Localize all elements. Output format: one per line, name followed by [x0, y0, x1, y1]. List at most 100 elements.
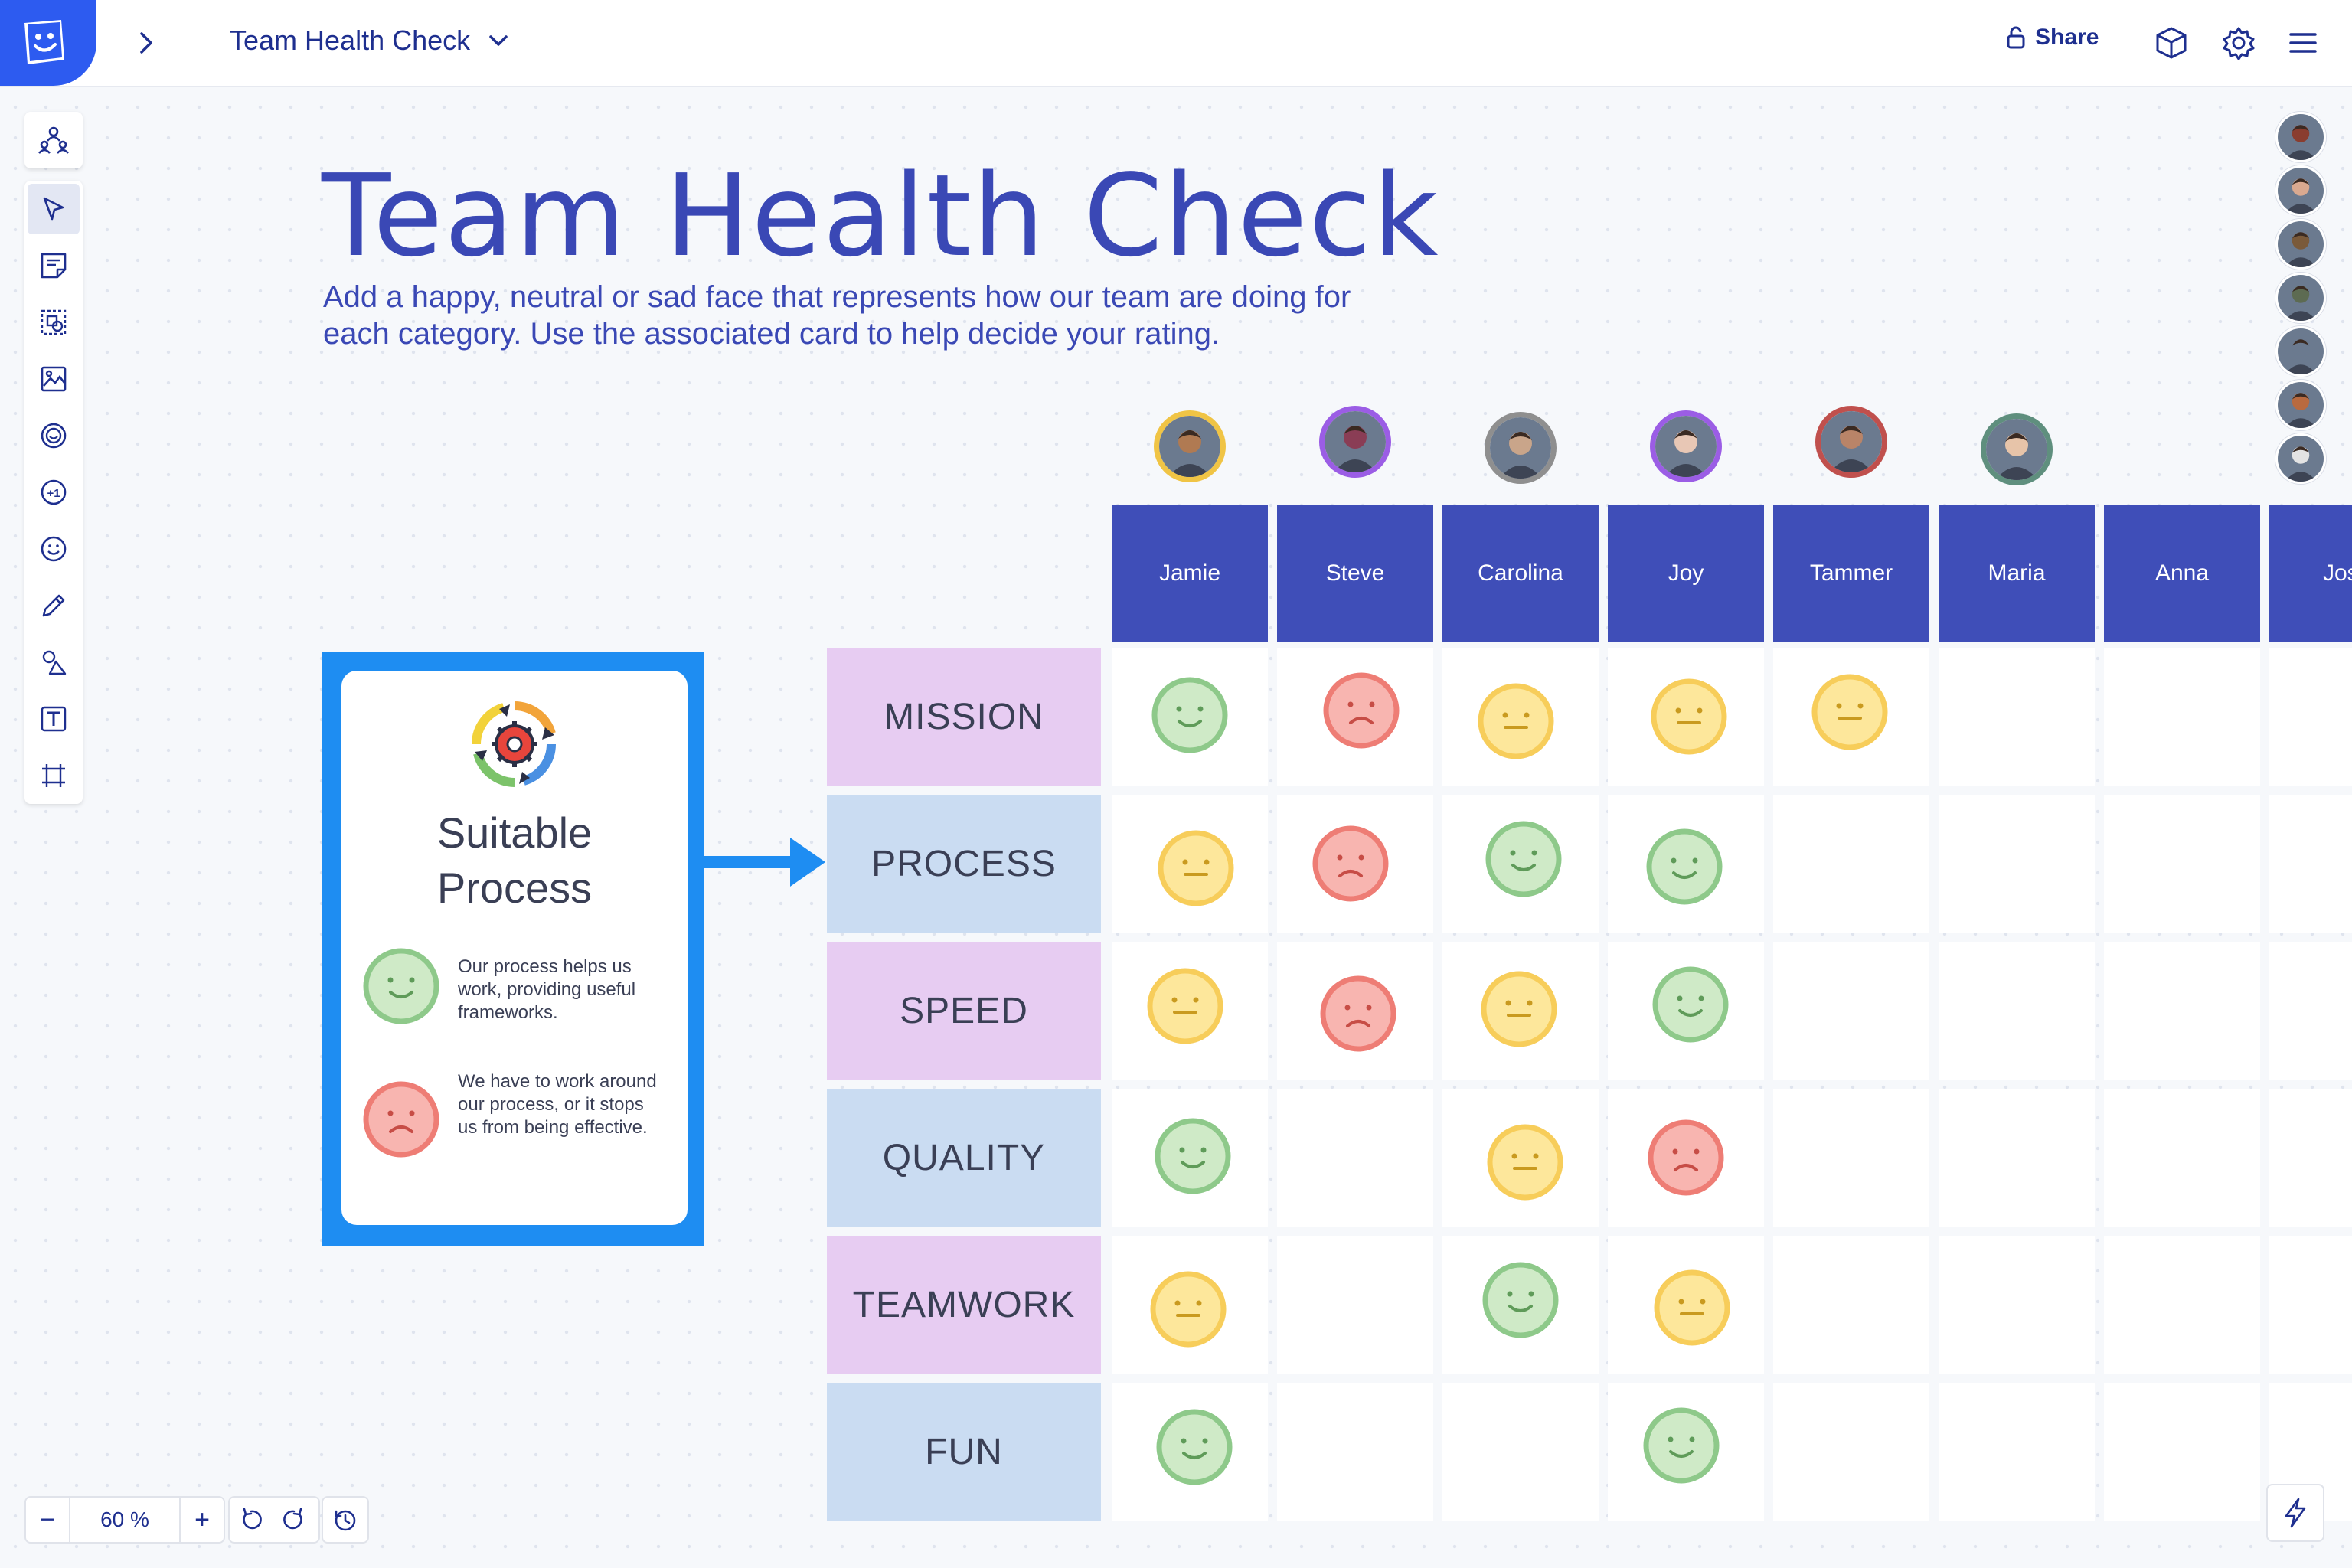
category-process[interactable]: PROCESS [827, 795, 1101, 933]
frame-select-tool[interactable] [24, 294, 83, 351]
sad-face-icon[interactable] [1646, 1118, 1726, 1197]
zoom-in-button[interactable]: + [194, 1504, 210, 1534]
member-header-joy[interactable]: Joy [1608, 505, 1764, 642]
select-tool[interactable] [28, 184, 80, 234]
undo-icon [243, 1508, 262, 1530]
happy-face-icon[interactable] [1153, 1116, 1233, 1196]
happy-face-icon[interactable] [1150, 675, 1230, 755]
rating-cell[interactable] [2269, 1236, 2352, 1374]
app-logo[interactable] [0, 0, 96, 86]
redo-button[interactable] [273, 1498, 315, 1542]
sad-face-icon[interactable] [1321, 671, 1401, 750]
rating-cell[interactable] [1773, 795, 1929, 933]
collaborator-avatar[interactable] [2275, 433, 2326, 484]
process-gear-icon [472, 701, 556, 787]
happy-face-icon[interactable] [1645, 827, 1724, 906]
member-header-carolina[interactable]: Carolina [1442, 505, 1599, 642]
zoom-out-button[interactable]: − [40, 1504, 55, 1534]
rating-cell[interactable] [2104, 1383, 2260, 1521]
member-header-anna[interactable]: Anna [2104, 505, 2260, 642]
rating-cell[interactable] [1939, 1383, 2095, 1521]
rating-cell[interactable] [1939, 1089, 2095, 1227]
neutral-face-icon[interactable] [1479, 969, 1559, 1049]
collaborator-avatar[interactable] [2275, 326, 2326, 377]
rating-cell[interactable] [1773, 1236, 1929, 1374]
share-button[interactable]: Share [2006, 24, 2099, 51]
category-teamwork[interactable]: TEAMWORK [827, 1236, 1101, 1374]
voting-tool[interactable]: +1 [24, 464, 83, 521]
history-button[interactable] [323, 1498, 366, 1542]
category-speed[interactable]: SPEED [827, 942, 1101, 1080]
rating-cell[interactable] [1939, 1236, 2095, 1374]
zoom-level[interactable]: 60 % [69, 1498, 181, 1542]
member-header-jos[interactable]: Jos [2269, 505, 2352, 642]
frame-tool[interactable] [24, 747, 83, 804]
board-title-dropdown[interactable]: Team Health Check [230, 24, 508, 57]
rating-cell[interactable] [2269, 648, 2352, 786]
sad-face-icon[interactable] [1311, 824, 1390, 903]
rating-cell[interactable] [2104, 1236, 2260, 1374]
rating-cell[interactable] [1939, 648, 2095, 786]
rating-cell[interactable] [2104, 1089, 2260, 1227]
member-avatar-jamie [1154, 410, 1226, 482]
member-header-jamie[interactable]: Jamie [1112, 505, 1268, 642]
sticky-note-tool[interactable] [24, 237, 83, 294]
rating-cell[interactable] [1277, 1089, 1433, 1227]
templates-button[interactable] [2151, 23, 2191, 63]
sticker-tool[interactable] [24, 407, 83, 464]
member-header-maria[interactable]: Maria [1939, 505, 2095, 642]
rating-cell[interactable] [1773, 1089, 1929, 1227]
collaborator-avatar[interactable] [2275, 165, 2326, 216]
pen-tool[interactable] [24, 577, 83, 634]
happy-face-icon[interactable] [1642, 1406, 1721, 1485]
category-mission[interactable]: MISSION [827, 648, 1101, 786]
main-menu-button[interactable] [2283, 23, 2323, 63]
collaborator-avatar[interactable] [2275, 112, 2326, 162]
neutral-face-icon[interactable] [1652, 1268, 1732, 1348]
category-card[interactable]: Suitable Process Our process helps us wo… [341, 671, 688, 1225]
member-avatar-joy [1650, 410, 1722, 482]
rating-cell[interactable] [2269, 795, 2352, 933]
rating-cell[interactable] [2104, 942, 2260, 1080]
happy-face-icon[interactable] [1155, 1407, 1234, 1487]
happy-face-icon[interactable] [1481, 1260, 1560, 1340]
settings-button[interactable] [2219, 23, 2259, 63]
category-quality[interactable]: QUALITY [827, 1089, 1101, 1227]
collaborator-avatar[interactable] [2275, 380, 2326, 430]
redo-icon [283, 1508, 302, 1530]
undo-button[interactable] [230, 1498, 273, 1542]
category-fun[interactable]: FUN [827, 1383, 1101, 1521]
sad-face-icon[interactable] [1318, 974, 1398, 1054]
happy-face-icon[interactable] [1484, 819, 1563, 899]
shapes-tool[interactable] [24, 634, 83, 691]
neutral-face-icon[interactable] [1810, 672, 1890, 752]
rating-cell[interactable] [2269, 942, 2352, 1080]
rating-cell[interactable] [1773, 1383, 1929, 1521]
neutral-face-icon[interactable] [1148, 1269, 1228, 1349]
rating-cell[interactable] [2104, 795, 2260, 933]
collaborator-avatar[interactable] [2275, 273, 2326, 323]
neutral-face-icon[interactable] [1485, 1122, 1565, 1202]
neutral-face-icon[interactable] [1145, 966, 1225, 1046]
neutral-face-icon[interactable] [1156, 828, 1236, 908]
member-header-tammer[interactable]: Tammer [1773, 505, 1929, 642]
rating-cell[interactable] [1773, 942, 1929, 1080]
collaborators-tool[interactable] [24, 112, 83, 168]
rating-cell[interactable] [1277, 1236, 1433, 1374]
text-tool[interactable] [24, 691, 83, 747]
rating-cell[interactable] [1442, 1383, 1599, 1521]
rating-cell[interactable] [1939, 795, 2095, 933]
quick-actions-button[interactable] [2266, 1484, 2324, 1542]
rating-cell[interactable] [1277, 1383, 1433, 1521]
rating-cell[interactable] [2269, 1089, 2352, 1227]
rating-cell[interactable] [2104, 648, 2260, 786]
neutral-face-icon[interactable] [1476, 681, 1556, 761]
image-tool[interactable] [24, 351, 83, 407]
collaborator-avatar[interactable] [2275, 219, 2326, 270]
expand-sidebar-button[interactable] [96, 0, 196, 86]
member-header-steve[interactable]: Steve [1277, 505, 1433, 642]
emoji-tool[interactable] [24, 521, 83, 577]
neutral-face-icon[interactable] [1649, 677, 1729, 756]
happy-face-icon[interactable] [1651, 965, 1730, 1044]
rating-cell[interactable] [1939, 942, 2095, 1080]
